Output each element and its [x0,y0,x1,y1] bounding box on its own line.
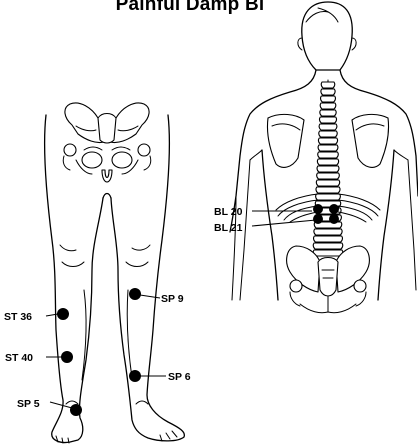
bl20-point-right [329,204,339,214]
st40-label: ST 40 [5,352,33,364]
sp9-leader [140,295,160,298]
sp9-label: SP 9 [161,293,184,305]
back-torso-illustration [230,2,418,313]
bl21-point-right [329,214,339,224]
bl21-point-left [313,214,323,224]
vertebra [313,236,342,242]
st36-label: ST 36 [4,311,32,323]
vertebra [317,166,339,172]
spine [313,80,343,256]
sp5-point [70,404,82,416]
sp5-label: SP 5 [17,398,40,410]
bl20-label: BL 20 [214,206,243,218]
vertebra [313,243,343,249]
vertebra [320,103,336,109]
bl20-point-left [313,204,323,214]
vertebra [314,229,342,235]
sp9-point [129,288,141,300]
sp5-leader [50,402,72,408]
vertebra [321,89,335,95]
vertebra [320,96,335,102]
vertebra [318,145,338,151]
vertebra [317,173,340,179]
vertebra [317,159,338,165]
vertebra [316,194,341,200]
sp6-point [129,370,141,382]
vertebra [316,187,340,193]
st40-point [61,351,73,363]
st36-point [57,308,69,320]
vertebra [318,138,337,144]
vertebra [318,152,339,158]
sp6-label: SP 6 [168,371,191,383]
vertebra [319,124,337,130]
vertebra [321,82,335,88]
point-labels: ST 36 ST 40 SP 5 SP 9 SP 6 BL 20 BL 21 [4,206,243,410]
bl21-leader [252,220,316,226]
vertebra [313,250,343,256]
vertebra [319,117,336,123]
vertebra [320,110,337,116]
vertebra [316,180,340,186]
acupuncture-points [57,204,339,416]
vertebra [319,131,338,137]
bl21-label: BL 21 [214,222,243,234]
front-legs-illustration [45,103,185,443]
